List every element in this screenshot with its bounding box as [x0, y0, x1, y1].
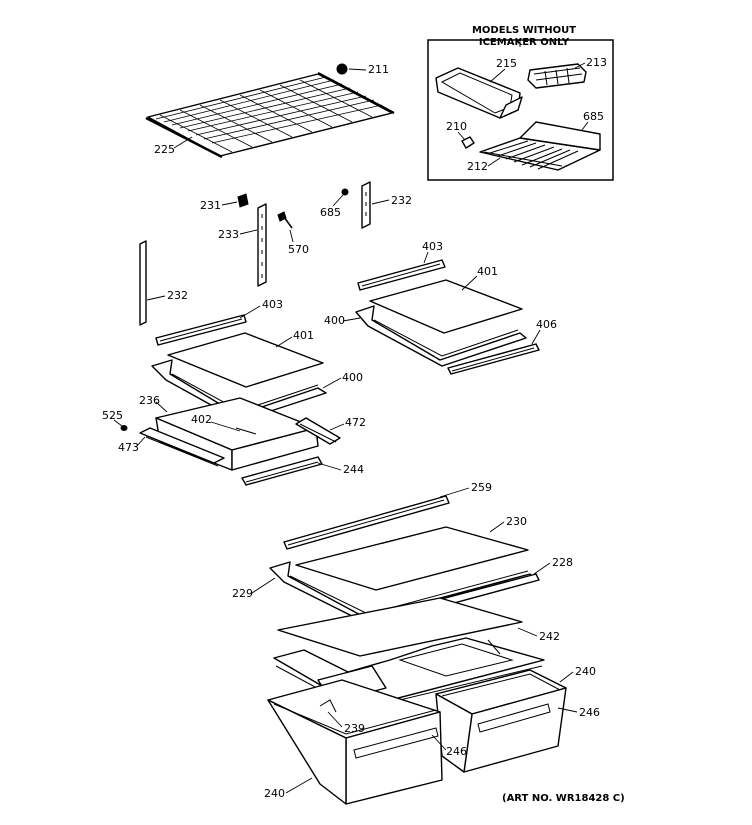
callout-215: 215: [496, 57, 517, 70]
bracket-231: [237, 193, 249, 208]
callout-570: 570: [288, 243, 309, 256]
callout-240-right: 240: [575, 665, 596, 678]
callout-400-right: 400: [324, 314, 345, 327]
callout-525: 525: [102, 409, 123, 422]
callout-211: 211: [368, 63, 389, 76]
button-211: [336, 63, 348, 75]
callout-233: 233: [218, 228, 239, 241]
rail-232-right: [361, 181, 371, 229]
callout-473: 473: [118, 441, 139, 454]
art-number: (ART NO. WR18428 C): [502, 793, 625, 804]
cover-support-242: [277, 597, 523, 657]
inset-title-line1: MODELS WITHOUT: [472, 25, 576, 36]
callout-236: 236: [139, 394, 160, 407]
callout-685-inset: 685: [583, 110, 604, 123]
crisper-drawer-240-right: [435, 669, 567, 773]
callout-406: 406: [536, 318, 557, 331]
shelf-front-trim-403-right: [357, 259, 446, 291]
shelf-slide-472: [295, 417, 341, 445]
callout-239: 239: [344, 722, 365, 735]
callout-259: 259: [471, 481, 492, 494]
inset-title-line2: ICEMAKER ONLY: [479, 37, 570, 48]
callout-228: 228: [552, 556, 573, 569]
callout-403-left: 403: [262, 298, 283, 311]
callout-212: 212: [467, 160, 488, 173]
callout-244: 244: [343, 463, 364, 476]
divider-239: [319, 699, 337, 713]
callout-401-right: 401: [477, 265, 498, 278]
ice-bucket-215: [435, 67, 523, 119]
shelf-frame-400-right: [355, 305, 527, 367]
callout-230: 230: [506, 515, 527, 528]
rail-232-left: [139, 240, 147, 326]
crisper-drawer-240-left: [267, 679, 443, 805]
callout-242: 242: [539, 630, 560, 643]
ice-rack-212: [479, 121, 601, 171]
callout-401-left: 401: [293, 329, 314, 342]
ice-tray-213: [527, 63, 587, 89]
callout-240-left: 240: [264, 787, 285, 800]
callout-210: 210: [446, 120, 467, 133]
callout-213: 213: [586, 56, 607, 69]
callout-229: 229: [232, 587, 253, 600]
glass-shelf-401-left: [167, 332, 324, 388]
callout-231: 231: [200, 199, 221, 212]
divider-402: [235, 427, 257, 435]
shelf-trim-406: [447, 343, 540, 375]
bracket-473: [139, 427, 225, 467]
callout-402: 402: [191, 413, 212, 426]
inset-models-without-icemaker: MODELS WITHOUT ICEMAKER ONLY 215 213 210: [427, 25, 614, 181]
clip-685: [341, 188, 349, 196]
glass-shelf-401-right: [369, 279, 523, 334]
screw-570: [277, 211, 293, 229]
callout-232-right: 232: [391, 194, 412, 207]
wire-shelf-225: [145, 71, 395, 159]
callout-225: 225: [154, 143, 175, 156]
front-trim-259: [283, 495, 450, 550]
crisper-pan-236: [155, 397, 319, 471]
callout-400-left: 400: [342, 371, 363, 384]
callout-403-right: 403: [422, 240, 443, 253]
callout-232-left: 232: [167, 289, 188, 302]
callout-685: 685: [320, 206, 341, 219]
callout-472: 472: [345, 416, 366, 429]
callout-246-right: 246: [579, 706, 600, 719]
glass-cover-230: [295, 526, 529, 591]
clip-525: [120, 425, 128, 431]
rail-233: [257, 203, 267, 287]
callout-246-left: 246: [446, 745, 467, 758]
shelf-front-trim-403-left: [155, 314, 247, 346]
